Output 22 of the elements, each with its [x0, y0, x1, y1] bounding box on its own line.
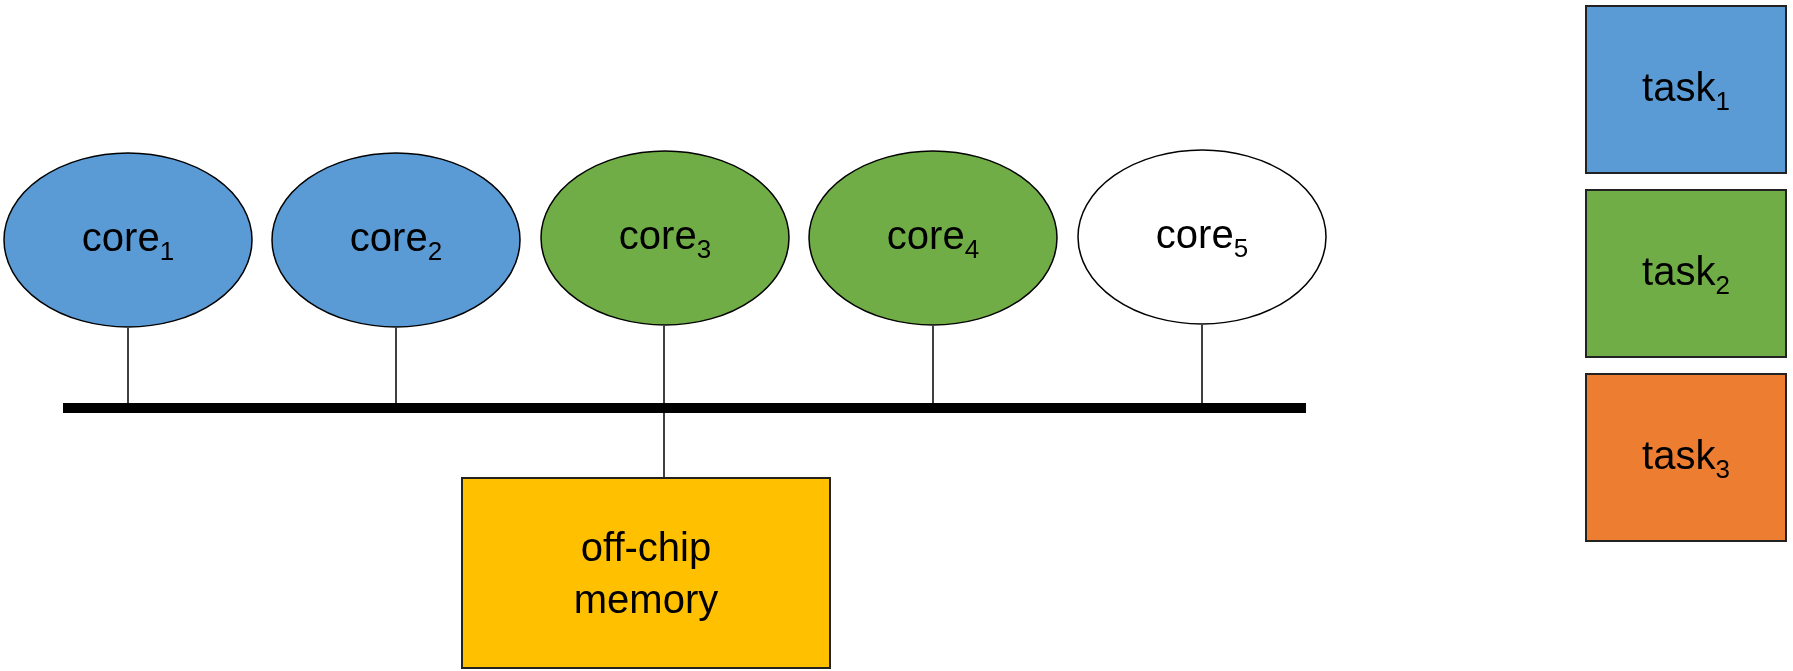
- connector-line: [932, 325, 934, 404]
- node-label: off-chip memory: [572, 524, 720, 623]
- node-label: core$_{3}$: [618, 212, 712, 267]
- legend-label: task$_{1}$: [1642, 63, 1730, 118]
- core-ellipse: [3, 152, 253, 328]
- node-label: core$_{4}$: [886, 212, 980, 267]
- bus-bar: [63, 403, 1306, 413]
- core-ellipse: [540, 150, 790, 326]
- memory-box: [461, 477, 831, 669]
- legend-label: task$_{3}$: [1642, 431, 1730, 486]
- core-ellipse: [808, 150, 1058, 326]
- core-ellipse: [271, 152, 521, 328]
- node-label: core$_{2}$: [349, 214, 443, 269]
- node-label: core$_{5}$: [1155, 211, 1249, 266]
- connector-line: [395, 327, 397, 404]
- core-ellipse: [1077, 149, 1327, 325]
- legend-label: task$_{2}$: [1642, 247, 1730, 302]
- connector-line: [127, 327, 129, 404]
- connector-line: [663, 412, 665, 478]
- connector-line: [663, 325, 665, 404]
- node-label: core$_{1}$: [81, 214, 175, 269]
- connector-line: [1201, 324, 1203, 404]
